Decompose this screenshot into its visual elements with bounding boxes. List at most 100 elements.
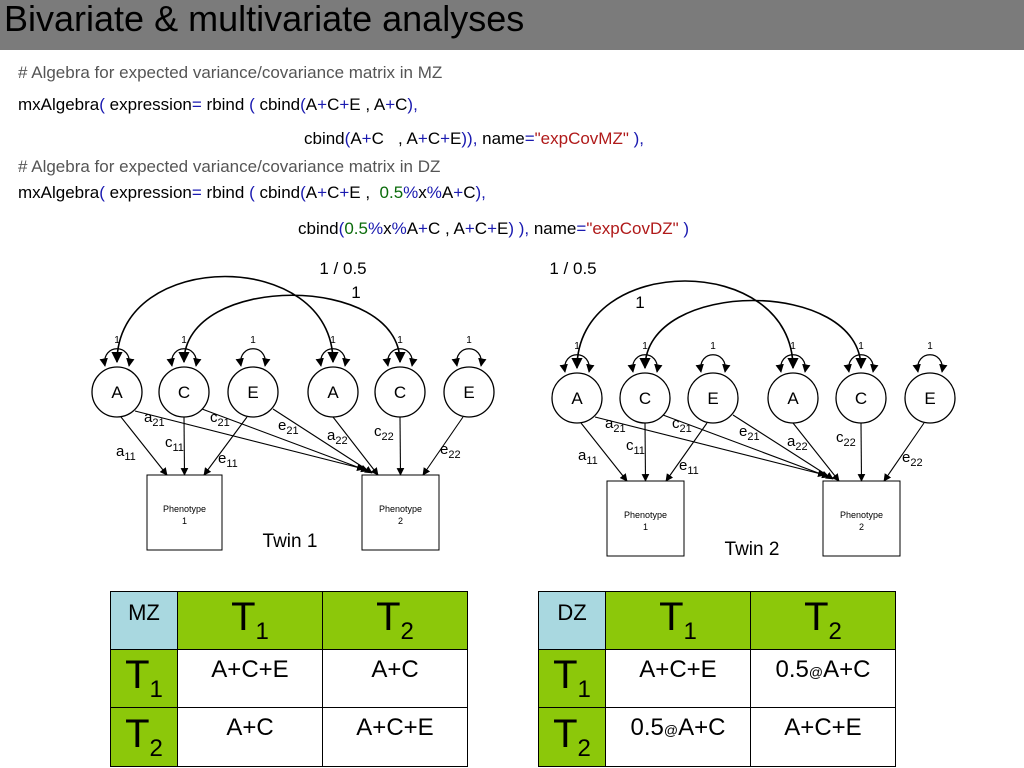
phenotype-label-1: Phenotype [163,504,206,514]
latent-factor-label: E [924,389,935,408]
code-token: A [406,219,419,238]
title-bar: Bivariate & multivariate analyses [0,0,1024,50]
latent-factor-label: A [571,389,583,408]
variance-label: 1 [114,335,120,346]
variance-label: 1 [397,335,403,346]
dz-table-corner: DZ [538,591,606,650]
mz-covariance-table: MZ T1 T2 T1 A+C+E A+C T2 A+C A+C+E [110,591,468,767]
path-label-c21: c21 [672,415,692,435]
path-label-a11: a11 [116,443,136,463]
mz-col-header-t2: T2 [322,591,468,650]
code-line-mz-1: mxAlgebra( expression= rbind ( cbind(A+C… [18,95,418,115]
code-token: ( [300,183,306,202]
dz-col-header-t2: T2 [750,591,896,650]
path-label-a21: a21 [605,415,626,435]
path-label-a22: a22 [327,427,348,447]
code-token: + [440,129,451,148]
mz-cell-t2-t1: A+C [177,707,323,767]
code-token: C [395,95,408,114]
path-label-e22: e22 [902,449,923,469]
variance-label: 1 [858,341,864,352]
mz-cell-t1-t2: A+C [322,649,468,708]
mz-col-header-t1: T1 [177,591,323,650]
variance-loop [627,354,663,373]
mz-row-header-t2: T2 [110,707,178,767]
code-token: = [576,219,587,238]
phenotype-label-1: Phenotype [624,510,667,520]
mz-cell-t2-t2: A+C+E [322,707,468,767]
twin-label: Twin 1 [263,531,318,552]
latent-factor-label: A [327,383,339,402]
code-token: E [497,219,509,238]
code-token: ( [344,129,351,148]
latent-factor-label: E [463,383,474,402]
correlation-arc-c [178,294,406,364]
path-e11 [203,416,248,476]
code-token: ( [249,95,255,114]
code-token: % [403,183,419,202]
path-e21 [272,408,373,474]
code-token: cbind [254,183,301,202]
code-token: x [418,183,427,202]
phenotype-box-2 [822,480,901,557]
twin-label: Twin 2 [725,539,780,560]
code-token: )), [461,129,478,148]
code-token: E , [349,183,380,202]
variance-loop [99,348,135,367]
dz-cell-t2-t1: 0.5@A+C [605,707,751,767]
code-token: cbind [298,219,339,238]
dz-col-header-t1: T1 [605,591,751,650]
path-label-c22: c22 [836,429,856,449]
code-token: + [487,219,497,238]
variance-loop [382,348,418,367]
path-e11 [665,422,708,482]
code-token: 0.5 [344,219,368,238]
variance-label: 1 [466,335,472,346]
path-label-a21: a21 [144,409,165,429]
code-line-dz-1: mxAlgebra( expression= rbind ( cbind(A+C… [18,183,486,203]
path-a22 [792,422,840,482]
path-label-c22: c22 [374,423,394,443]
code-token: name [477,129,525,148]
code-token: = [191,95,202,114]
latent-factor-circle [91,366,143,418]
path-a22 [332,416,379,476]
variance-loop [912,354,948,373]
path-label-e21: e21 [278,417,299,437]
code-token: + [339,95,350,114]
path-e22 [883,422,925,482]
code-token: % [391,219,407,238]
code-token: C [427,129,441,148]
code-comment-mz: # Algebra for expected variance/covarian… [18,63,443,82]
code-token: "expCovDZ" [586,219,679,238]
code-token: E [450,129,462,148]
code-token: ), [628,129,644,148]
phenotype-label-2: Phenotype [379,504,422,514]
code-token: + [339,183,350,202]
variance-loop [843,354,879,373]
dz-cell-t2-t2: A+C+E [750,707,896,767]
code-token: name [529,219,577,238]
code-token: mxAlgebra [18,183,100,202]
phenotype-label-1-num: 1 [182,516,187,526]
path-label-c21: c21 [210,409,230,429]
code-token: + [464,219,475,238]
correlation-label-a: 1 / 0.5 [549,259,596,278]
latent-factor-circle [227,366,279,418]
code-token: ( [338,219,345,238]
mz-row-header-t1: T1 [110,649,178,708]
phenotype-label-2-num: 2 [859,522,864,532]
path-c11 [641,422,650,482]
variance-loop [695,354,731,373]
path-a11 [120,416,168,476]
code-token: ) [678,219,690,238]
code-line-dz-2: cbind(0.5%x%A+C , A+C+E) ), name="expCov… [298,219,689,239]
dz-row-header-t1: T1 [538,649,606,708]
path-e22 [422,416,464,476]
code-token: + [417,129,428,148]
path-a21 [134,410,365,472]
variance-label: 1 [181,335,187,346]
path-label-e11: e11 [679,457,699,477]
path-label-c11: c11 [165,434,184,454]
page-title: Bivariate & multivariate analyses [4,0,525,39]
